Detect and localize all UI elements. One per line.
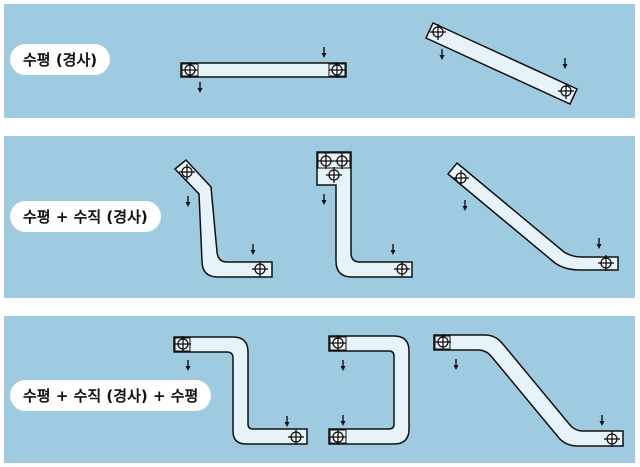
load-direction-arrow-icon: [389, 243, 397, 256]
conveyor-c-shape: [328, 334, 410, 446]
load-direction-arrow-icon: [595, 237, 603, 250]
load-direction-arrow-icon: [561, 57, 569, 70]
label-horizontal-vertical-inclined-horizontal: 수평 + 수직 (경사) + 수평: [10, 380, 212, 411]
conveyor-inclined: [425, 22, 578, 105]
label-horizontal-vertical-inclined: 수평 + 수직 (경사): [10, 201, 161, 232]
load-direction-arrow-icon: [461, 199, 469, 212]
load-direction-arrow-icon: [452, 358, 460, 371]
conveyor-horizontal-vertical-horizontal: [173, 335, 308, 446]
load-direction-arrow-icon: [339, 359, 347, 372]
load-direction-arrow-icon: [184, 195, 192, 208]
load-direction-arrow-icon: [184, 359, 192, 372]
load-direction-arrow-icon: [196, 81, 204, 94]
load-direction-arrow-icon: [598, 414, 606, 427]
conveyor-inclined-to-horizontal: [446, 161, 619, 272]
label-horizontal-inclined: 수평 (경사): [10, 44, 111, 75]
conveyor-straight-horizontal: [180, 46, 347, 94]
load-direction-arrow-icon: [320, 46, 328, 59]
conveyor-vertical-to-horizontal: [316, 151, 413, 278]
load-direction-arrow-icon: [438, 48, 446, 61]
load-direction-arrow-icon: [339, 414, 347, 427]
conveyor-horizontal-inclined-horizontal: [433, 333, 624, 448]
conveyor-incline-to-vertical-to-horizontal: [173, 158, 273, 278]
load-direction-arrow-icon: [283, 415, 291, 428]
load-direction-arrow-icon: [320, 193, 328, 206]
load-direction-arrow-icon: [249, 243, 257, 256]
